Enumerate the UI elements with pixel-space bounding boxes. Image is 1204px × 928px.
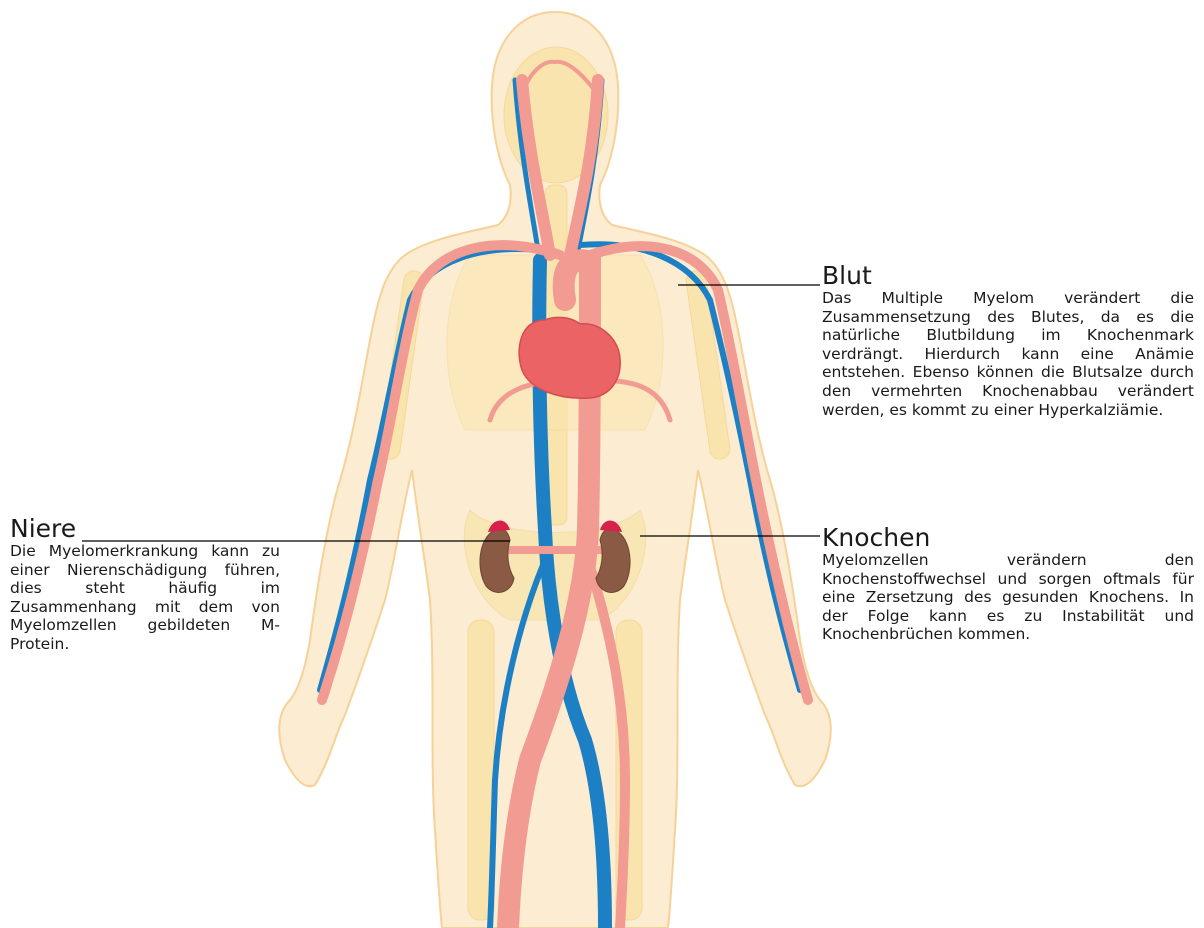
niere-title: Niere [10,516,280,542]
niere-annotation: Niere Die Myelomerkrankung kann zu einer… [10,516,280,654]
niere-description: Die Myelomerkrankung kann zu einer Niere… [10,542,280,654]
knochen-annotation: Knochen Myelomzellen verändern den Knoch… [822,525,1194,644]
knochen-description: Myelomzellen verändern den Knochenstoffw… [822,551,1194,644]
blut-title: Blut [822,263,1194,289]
knochen-title: Knochen [822,525,1194,551]
blut-description: Das Multiple Myelom verändert die Zusamm… [822,289,1194,419]
blut-annotation: Blut Das Multiple Myelom verändert die Z… [822,263,1194,419]
